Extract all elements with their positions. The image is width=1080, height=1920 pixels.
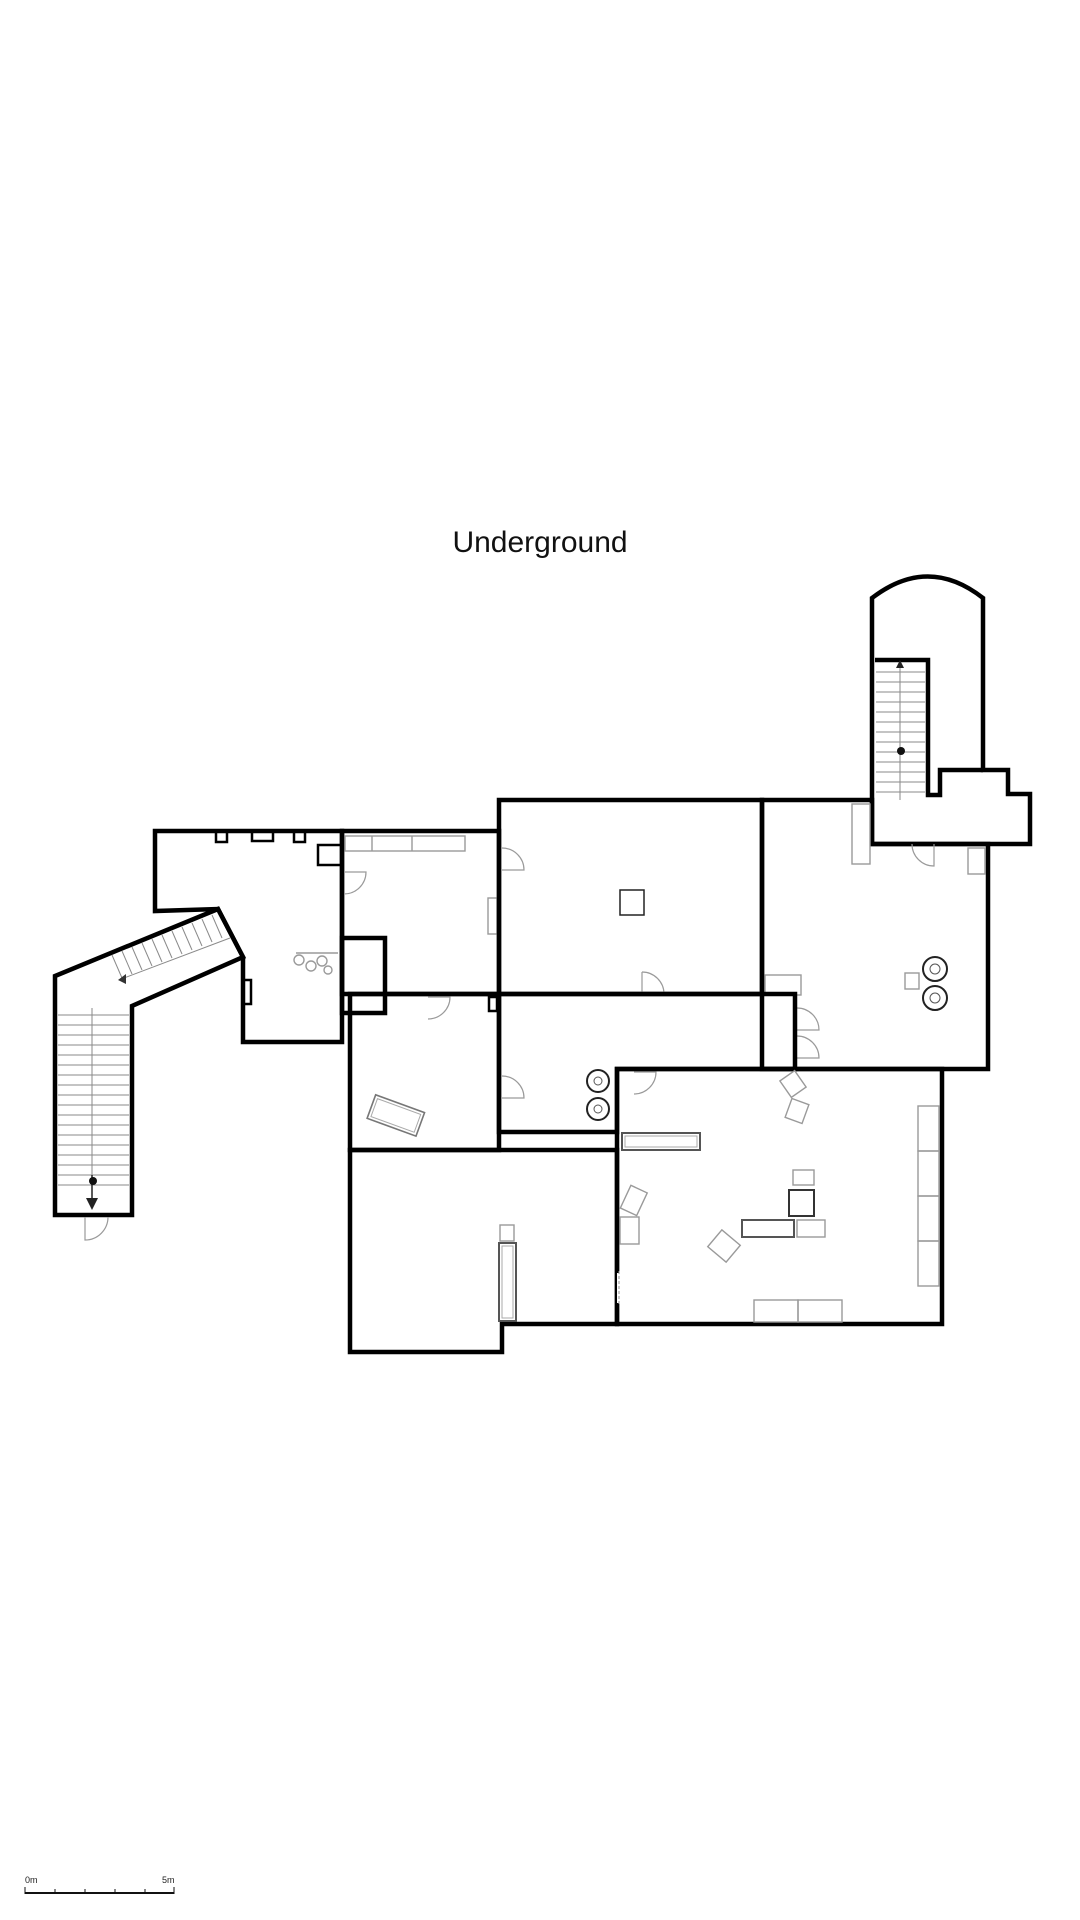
left-stair-treads-diagonal [111,914,231,979]
boiler-room-cabinet [967,847,986,875]
central-room [496,797,765,997]
small-room-door[interactable] [427,996,451,1020]
large-room-left-chairs [619,1184,649,1245]
left-stair-walls [52,906,247,1218]
bottom-left-cabinet [499,1224,515,1242]
left-stair-arrow-icon [118,974,126,984]
scale-bar: 0m 5m [24,1875,175,1894]
central-room-door-south[interactable] [641,971,665,995]
scale-end-label: 5m [162,1875,175,1885]
large-room-desk-group [706,1169,826,1264]
large-room-walls [614,1066,945,1327]
tower-inner-wall [875,657,983,798]
wall-counter [344,835,466,852]
counter-room-door[interactable] [343,871,367,895]
central-column [619,889,645,916]
counter-room-walls [339,828,502,997]
large-room-wall-units [917,1105,940,1287]
tower-stair-treads [876,668,925,800]
large-room [614,1066,945,1327]
middle-corridor-walls [496,991,798,1135]
boiler-room-shelf [851,803,871,865]
bottom-left-room [347,1147,620,1355]
floor-title: Underground [452,526,628,559]
corridor-door-west[interactable] [501,1075,525,1099]
left-stair-down-arrow-icon [86,1198,98,1210]
left-stair-treads-vertical [58,1008,129,1205]
counter-room [339,828,502,1016]
tower-walls [869,574,1033,847]
left-corridor-room [152,828,345,1045]
small-closet [339,935,388,1016]
small-room-table [366,1093,426,1138]
boiler-icons [904,956,948,1011]
left-staircase [52,906,247,1241]
central-room-walls [496,797,765,997]
middle-corridor [487,991,798,1135]
large-room-counter [621,1132,701,1151]
wall-jamb [241,978,253,1006]
corridor-jamb [487,995,499,1013]
wall-cabinet [487,897,498,935]
wall-niche-3 [292,829,307,844]
boiler-room-door-upper[interactable] [796,1007,820,1031]
large-room-bottom-bench [753,1299,843,1323]
small-room-walls [347,991,502,1153]
large-room-chairs-top [778,1069,810,1125]
central-room-door-west[interactable] [501,847,525,871]
wall-niche-2 [250,829,275,843]
tower-stair-up-arrow-icon [896,660,904,668]
tower-door[interactable] [911,843,935,867]
wall-niche-1 [214,829,229,844]
tower-staircase [869,574,1033,847]
boiler-room-door-lower[interactable] [796,1035,820,1059]
wall-column [316,843,344,867]
corridor-door-south[interactable] [633,1071,657,1095]
shelf-objects [293,952,338,975]
left-stair-marker-icon [89,1177,97,1185]
water-heater-icons [586,1069,610,1121]
bottom-left-long-counter [498,1242,517,1322]
left-exit-door[interactable] [84,1216,109,1241]
small-room [347,991,502,1153]
tower-stair-marker-icon [897,747,905,755]
left-corridor-walls [152,828,345,1045]
scale-start-label: 0m [25,1875,38,1885]
bottom-left-room-walls [347,1147,620,1355]
